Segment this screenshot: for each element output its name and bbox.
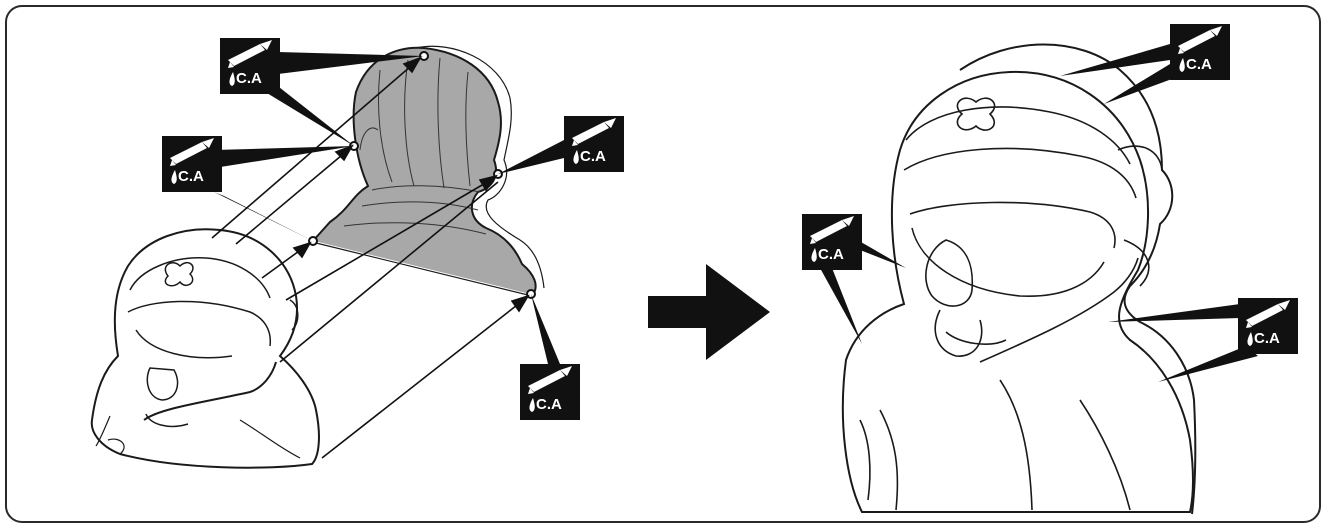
callout-label: C.A <box>236 70 262 87</box>
callout-left-right: C.A <box>498 116 624 174</box>
rear-shell-part <box>309 46 544 298</box>
callout-label: C.A <box>1186 56 1212 73</box>
callout-label: C.A <box>178 168 204 185</box>
callout-left-bottom: C.A <box>520 294 580 420</box>
pilot-bust-part <box>92 229 319 467</box>
callout-label: C.A <box>536 396 562 413</box>
callout-label: C.A <box>580 148 606 165</box>
arrow-right-icon <box>648 264 770 360</box>
left-assembly: C.A C.A C.A C.A <box>92 38 624 468</box>
callout-label: C.A <box>818 246 844 263</box>
right-assembled-bust: C.A C.A C.A <box>802 24 1298 514</box>
callout-label: C.A <box>1254 330 1280 347</box>
